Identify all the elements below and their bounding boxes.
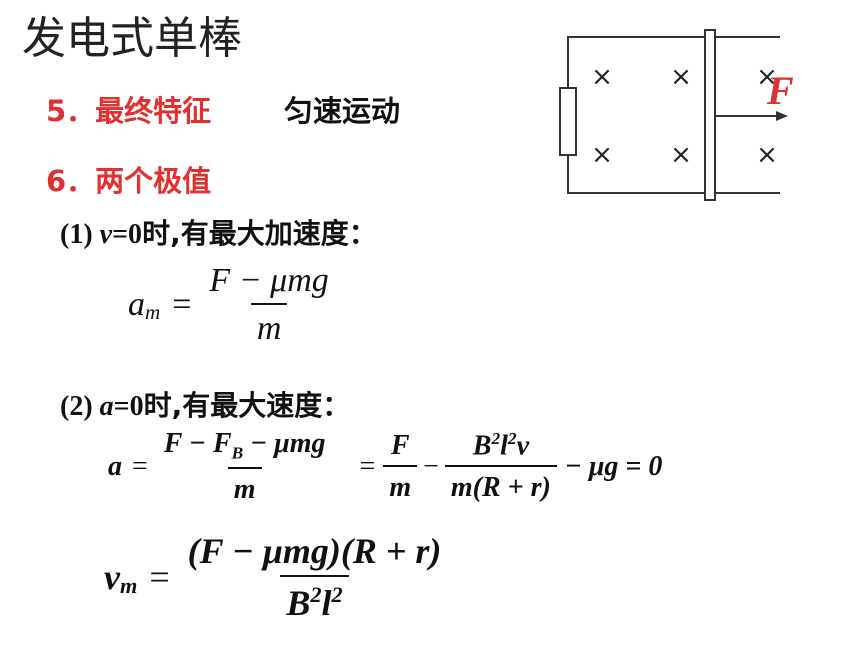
item-5-value: 匀速运动 (284, 94, 401, 128)
item-5-label: 5．最终特征 (46, 94, 212, 128)
field-mark: × (670, 62, 692, 92)
circuit-diagram: × × × × × × F (559, 29, 794, 201)
field-mark: × (591, 140, 613, 170)
field-mark: × (670, 140, 692, 170)
resistor (559, 87, 577, 156)
field-mark: × (756, 62, 778, 92)
equation-acceleration: a = F − FB − μmg m = F m − B2l2v m(R + r… (108, 428, 663, 505)
sliding-rod (704, 29, 716, 201)
field-mark: × (756, 140, 778, 170)
condition-1: (1) v=0时,有最大加速度： (60, 217, 377, 250)
magnetic-field-marks: × × × × × × (591, 62, 778, 170)
condition-2: (2) a=0时,有最大速度： (60, 389, 351, 422)
force-label: F (766, 68, 794, 113)
item-6-label: 6．两个极值 (46, 164, 212, 198)
force-arrow-head (776, 111, 788, 121)
page-title: 发电式单棒 (22, 13, 242, 64)
field-mark: × (591, 62, 613, 92)
